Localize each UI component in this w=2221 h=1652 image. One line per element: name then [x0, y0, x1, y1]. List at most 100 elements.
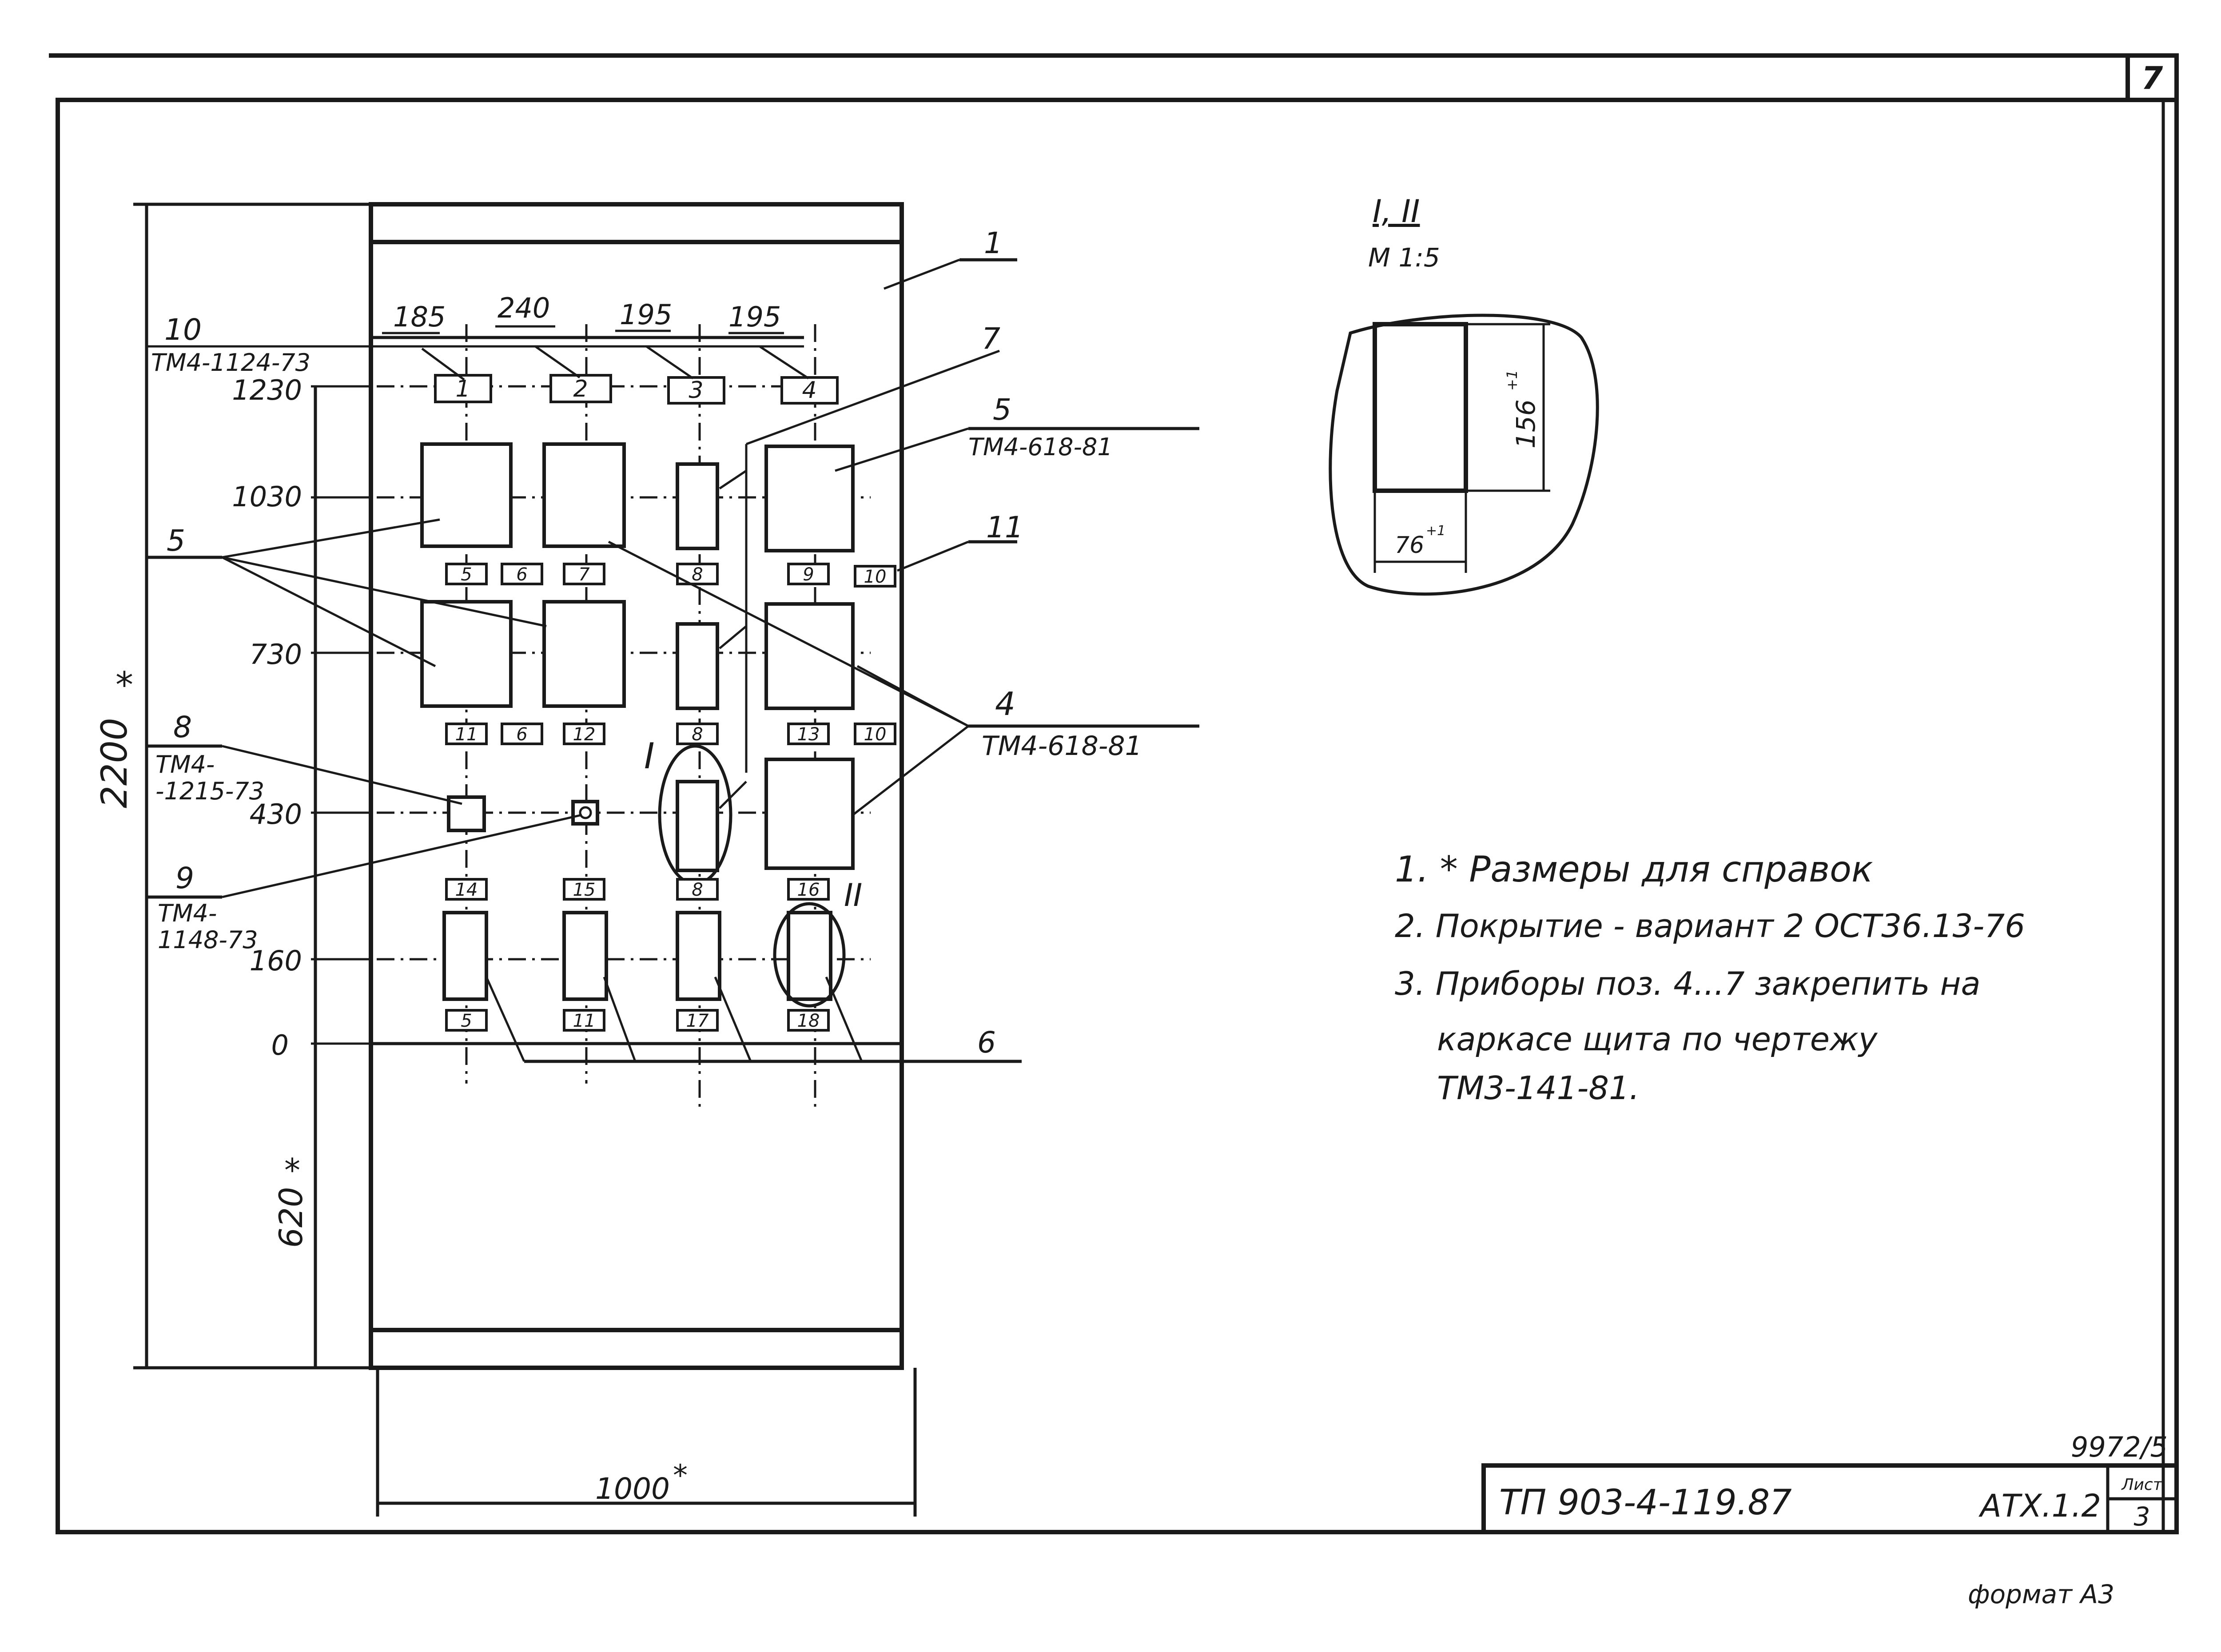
top-tag-2: 2	[573, 376, 588, 402]
tag-box	[854, 723, 896, 745]
row3-tag: 16	[797, 880, 820, 900]
instrument-box	[676, 462, 719, 550]
instrument-box-small	[571, 800, 599, 826]
title-code: ТП 903-4-119.87	[1499, 1483, 1792, 1523]
note-1: 1. * Размеры для справок	[1395, 849, 1873, 890]
top-dim-195a: 195	[620, 298, 672, 331]
instrument-knob	[579, 806, 592, 819]
callout-9-ref2: 1148-73	[158, 926, 258, 954]
dim-height-2200: 2200	[94, 718, 135, 808]
leader-lines	[147, 258, 1199, 1063]
callout-8-pos: 8	[173, 710, 192, 744]
row4-tag: 5	[461, 1011, 472, 1031]
tag-box	[787, 1009, 830, 1032]
detail-width-dim: 76	[1395, 532, 1424, 559]
tag-box	[563, 1009, 605, 1032]
title-block	[1481, 1463, 2179, 1534]
row4-tag: 17	[686, 1011, 709, 1031]
level-730: 730	[250, 638, 302, 671]
callout-6: 6	[977, 1025, 996, 1060]
row2-tag: 6	[516, 724, 527, 745]
tag-box	[780, 376, 839, 405]
instrument-box	[542, 600, 626, 708]
callout-8-ref1: ТМ4-	[155, 751, 215, 778]
callout-5a-ref: ТМ4-618-81	[968, 433, 1113, 461]
note-3b: каркасе щита по чертежу	[1437, 1021, 1878, 1058]
callout-7: 7	[982, 322, 1000, 356]
tag-box	[563, 723, 605, 745]
top-tag-1: 1	[455, 376, 470, 402]
tag-box	[563, 878, 605, 901]
tag-box	[549, 374, 612, 403]
level-430: 430	[250, 798, 302, 830]
row4-tag: 11	[573, 1011, 596, 1031]
tag-box	[563, 563, 605, 585]
instrument-box	[764, 602, 855, 710]
row1-tag: 6	[516, 564, 527, 585]
tag-box	[667, 376, 725, 405]
callout-10-pos: 10	[164, 313, 202, 347]
instrument-box-small	[447, 795, 486, 832]
detail-width-tol: +1	[1426, 523, 1445, 539]
callout-8-ref2: -1215-73	[155, 777, 264, 805]
tag-box	[501, 563, 543, 585]
title-sheet-label: Лист	[2121, 1476, 2162, 1494]
tag-box	[445, 1009, 488, 1032]
row2-tag: 12	[573, 724, 596, 745]
detail-view	[1329, 314, 1599, 596]
tag-box	[787, 878, 830, 901]
row2-tag: 13	[797, 724, 820, 745]
row1-tag: 9	[803, 564, 814, 585]
instrument-box	[562, 911, 608, 1001]
row2-tag: 11	[455, 724, 478, 745]
callout-1: 1	[984, 226, 1003, 260]
instrument-box	[764, 445, 855, 552]
callout-9-ref1: ТМ4-	[158, 899, 217, 927]
dim-width-1000: 1000	[595, 1472, 670, 1506]
instrument-box	[442, 911, 488, 1001]
instrument-box	[764, 758, 855, 870]
level-0: 0	[271, 1029, 289, 1061]
tag-box	[787, 723, 830, 745]
detail-scale: М 1:5	[1368, 242, 1440, 273]
instrument-box	[420, 600, 513, 708]
instrument-box	[676, 911, 721, 1001]
row3-tag: 15	[573, 880, 596, 900]
detail-height-dim: 156	[1511, 399, 1541, 449]
top-dim-195b: 195	[728, 301, 781, 333]
detail-title: I, II	[1373, 193, 1420, 230]
tag-box	[445, 723, 488, 745]
instrument-box	[787, 911, 832, 1001]
row1-tag: 8	[692, 564, 703, 585]
tag-box	[445, 878, 488, 901]
dim-bottom-star: *	[284, 1152, 300, 1189]
level-1230: 1230	[232, 374, 302, 406]
callout-4-ref: ТМ4-618-81	[982, 731, 1142, 762]
callout-5b: 5	[167, 524, 185, 558]
archive-number: 9972/5	[2071, 1431, 2168, 1463]
instrument-box	[542, 442, 626, 548]
row3-tag: 14	[455, 880, 478, 900]
top-tag-4: 4	[802, 377, 816, 404]
callout-9-pos: 9	[175, 861, 194, 895]
instrument-box	[676, 780, 719, 872]
level-1030: 1030	[232, 481, 302, 513]
tag-box	[676, 878, 719, 901]
marker-II: II	[844, 877, 862, 913]
top-dim-185: 185	[393, 301, 446, 333]
detail-height-tol: +1	[1504, 370, 1520, 391]
title-doc: АТХ.1.2	[1978, 1488, 2101, 1524]
row1-tag: 5	[461, 564, 472, 585]
detail-II-circle	[773, 902, 846, 1008]
row4-tag: 18	[797, 1011, 820, 1031]
note-2: 2. Покрытие - вариант 2 ОСТ36.13-76	[1395, 907, 2025, 945]
dim-height-star: *	[115, 664, 133, 706]
callout-11: 11	[986, 510, 1023, 544]
top-dim-240: 240	[498, 292, 550, 324]
tag-box	[676, 1009, 719, 1032]
dim-bottom-620: 620	[272, 1187, 310, 1248]
sheet-frame	[49, 53, 2179, 1534]
instrument-box	[676, 622, 719, 710]
row1-tag: 7	[578, 564, 590, 585]
